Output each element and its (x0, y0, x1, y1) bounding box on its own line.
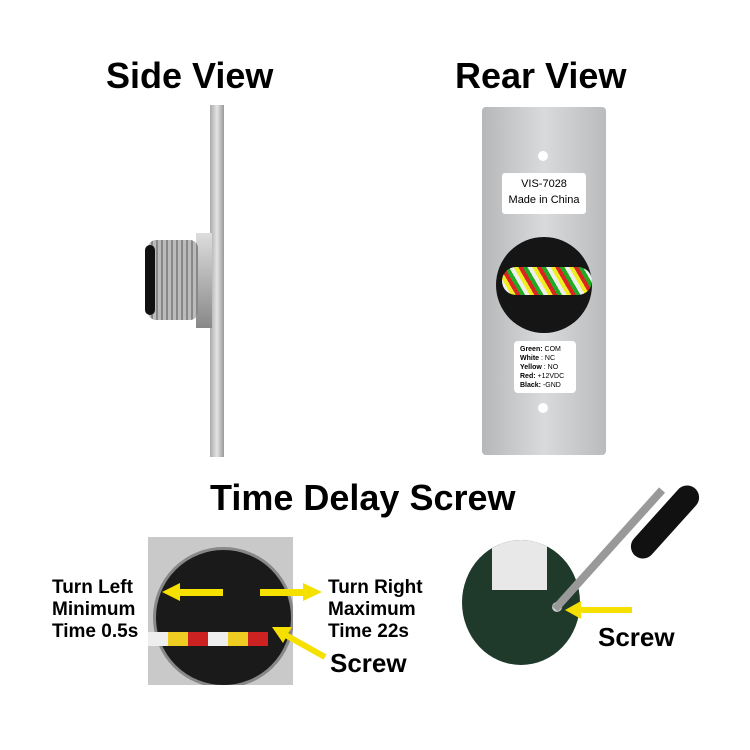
rear-view-plate: VIS-7028 Made in China Green: COM White … (482, 107, 606, 455)
wiring-label: Green: COM White : NC Yellow : NO Red: +… (514, 341, 576, 393)
wire-row: White : NC (520, 355, 556, 362)
wire-row: Yellow : NO (520, 364, 559, 371)
wire-row: Black: -GND (520, 382, 561, 389)
model-label: VIS-7028 Made in China (502, 173, 586, 214)
wire-row: Red: +12VDC (520, 373, 565, 380)
rear-view-title: Rear View (455, 55, 627, 96)
delay-closeup-photo (148, 537, 293, 685)
side-view-title: Side View (106, 55, 274, 96)
arrows (162, 583, 327, 660)
arrow-left-icon (162, 583, 223, 601)
time-delay-title: Time Delay Screw (210, 477, 516, 518)
made-in: Made in China (508, 194, 580, 206)
side-view-image (140, 105, 240, 460)
arrow-screw-icon (272, 627, 327, 660)
screw-label-left: Screw (330, 648, 407, 678)
wire-row: Green: COM (520, 346, 561, 353)
screw-label-right: Screw (598, 622, 675, 652)
arrow-pcb-screw-icon (565, 601, 632, 619)
arrow-right-icon (260, 583, 322, 601)
model-number: VIS-7028 (521, 178, 567, 190)
